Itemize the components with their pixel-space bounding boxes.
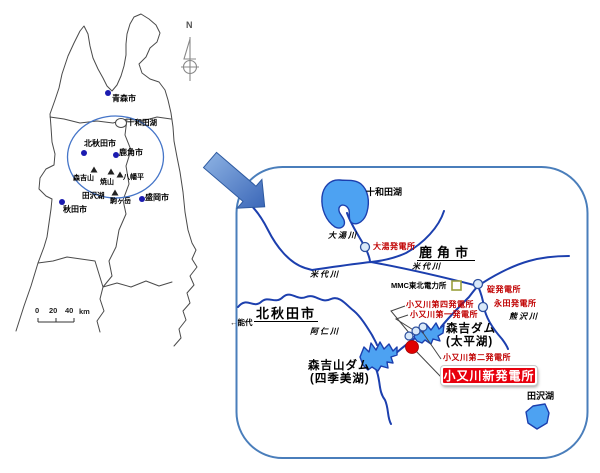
scale-bar [37, 318, 75, 323]
leader-plant1 [394, 314, 416, 332]
plant-label-ikari: 碇発電所 [487, 285, 521, 294]
inset-city-label-kitaakita: 北秋田市 [254, 306, 319, 322]
city-dot-akita [59, 199, 65, 205]
lake-towada-overview-shape [115, 118, 127, 128]
prefecture-border-lower [96, 286, 105, 333]
plant-label-komatagawa4: 小又川第四発電所 [406, 300, 474, 309]
city-dot-aomori [105, 90, 111, 96]
plant-label-komatagawa2: 小又川第二発電所 [443, 353, 511, 362]
nagata-plant-marker [477, 301, 489, 313]
peak-markers [90, 166, 124, 196]
prefecture-border-south [37, 256, 173, 288]
northeast-branch-river [370, 210, 445, 263]
leader-plant2 [420, 329, 442, 360]
komatagawa2-plant-marker [418, 322, 428, 332]
overview-lake-label-towada: 十和田湖 [127, 118, 157, 127]
compass-icon [181, 37, 199, 81]
lake-towada-shape [321, 179, 370, 229]
peak-marker-hachimantai [116, 171, 124, 178]
leader-lines [390, 305, 442, 378]
overview-city-label-akita: 秋田市 [63, 205, 87, 214]
river-label-yoneshiro-w: 米代川 [310, 270, 340, 279]
prefecture-border-east [102, 118, 132, 288]
peak-label-komagatake: 駒ヶ岳 [110, 198, 131, 205]
scale-unit: km [79, 307, 90, 316]
zoom-arrow-icon [202, 151, 266, 209]
peak-marker-yakeyama [107, 168, 115, 175]
peak-marker-moriyoshi [90, 166, 98, 173]
oyu-plant-marker [359, 241, 371, 253]
compass-n-label: N [186, 20, 193, 30]
dam-label-moriyoshi: 森吉ダム [446, 323, 496, 335]
prefecture-border-north [49, 116, 172, 124]
inset-lake-label-towada: 十和田湖 [366, 187, 403, 197]
dam-lake-label-shikibi: (四季美湖) [310, 373, 370, 385]
peak-marker-komagatake [111, 189, 119, 196]
komatagawa4-plant-marker [404, 331, 414, 341]
overview-lake-label-tazawa: 田沢湖 [82, 191, 105, 200]
river-label-ani: 阿仁川 [310, 327, 340, 336]
ikari-plant-marker [472, 278, 484, 290]
ani-river [237, 293, 378, 346]
peak-label-yakeyama: 焼山 [100, 179, 114, 186]
overview-city-label-kitaakita: 北秋田市 [84, 139, 116, 148]
overview-city-label-aomori: 青森市 [112, 94, 136, 103]
leader-plant4 [390, 305, 411, 335]
scale-tick-0: 0 [35, 306, 40, 315]
inset-lakes [321, 179, 550, 430]
mmc-office-marker [451, 280, 462, 291]
scale-tick-40: 40 [65, 306, 74, 315]
inset-frame [235, 166, 589, 459]
plant-markers [359, 241, 489, 354]
komatagawa1-plant-marker [411, 326, 421, 336]
yoneshiro-east [477, 255, 570, 287]
office-label-mmc: MMC東北電力所 [391, 281, 447, 290]
peak-label-moriyoshi: 森吉山 [73, 175, 94, 182]
komata-river-south [375, 368, 392, 425]
inset-city-label-kazuno: 鹿角市 [417, 245, 476, 261]
dam-lake-label-taihei: (太平湖) [446, 336, 494, 348]
new-plant-highlight-label: 小又川新発電所 [441, 366, 537, 385]
yoneshiro-main [311, 261, 479, 287]
overview-city-label-morioka: 盛岡市 [145, 193, 169, 202]
peak-label-hachimantai: 八幡平 [123, 174, 144, 181]
komata-river-north [440, 285, 479, 328]
plant-label-nagata: 永田発電所 [494, 299, 537, 308]
coastline [15, 13, 198, 347]
river-label-oyu: 大湯川 [328, 231, 358, 240]
river-label-yoneshiro-e: 米代川 [412, 262, 442, 271]
inset-lake-label-tazawa: 田沢湖 [527, 391, 555, 401]
highlight-ellipse [66, 115, 165, 199]
lake-shikibi-shape [359, 341, 398, 372]
scale-tick-20: 20 [49, 306, 58, 315]
overview-city-label-kazuno: 鹿角市 [119, 148, 143, 157]
plant-label-komatagawa1: 小又川第一発電所 [410, 310, 478, 319]
river-label-kumazawa: 熊沢川 [509, 312, 539, 321]
city-dot-morioka [139, 196, 145, 202]
new-plant-marker [405, 340, 419, 354]
city-dot-kazuno [113, 152, 119, 158]
leader-new-plant [413, 348, 442, 378]
city-dots [59, 90, 145, 205]
plant-label-oyu: 大湯発電所 [373, 242, 416, 251]
city-dot-kitaakita [81, 150, 87, 156]
direction-label-noshiro: ←能代 [230, 318, 253, 327]
dam-label-moriyoshiyama: 森吉山ダム [308, 360, 371, 372]
kumazawa-river [477, 285, 509, 350]
overview-outline [15, 13, 198, 347]
lake-tazawa-shape [525, 403, 550, 430]
